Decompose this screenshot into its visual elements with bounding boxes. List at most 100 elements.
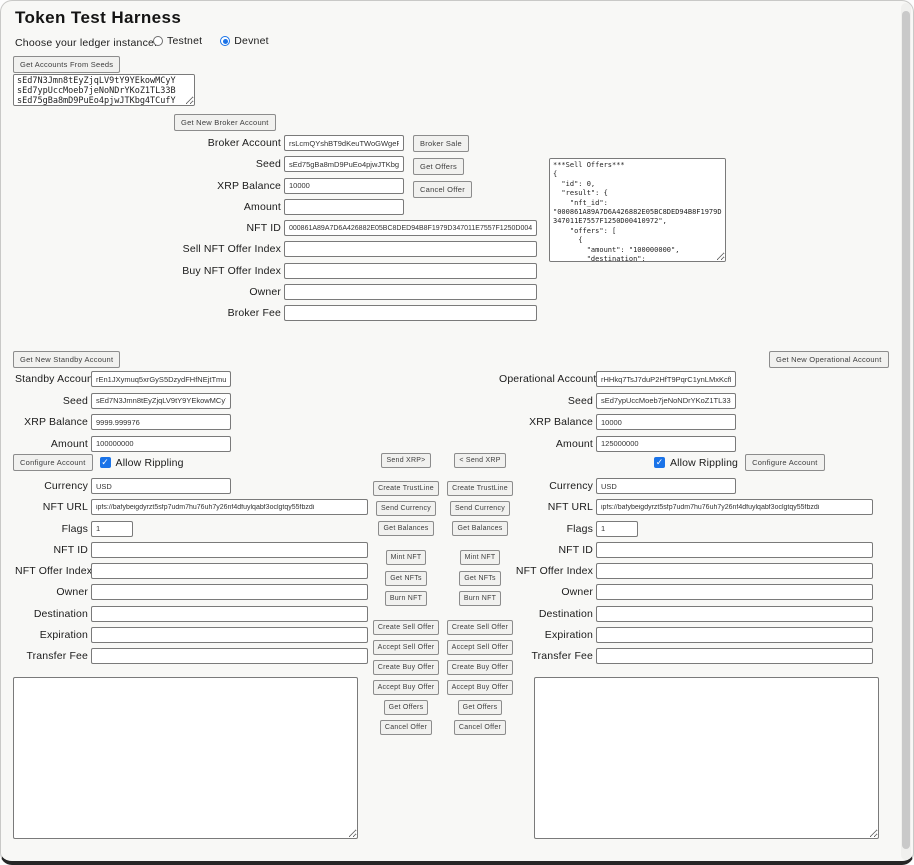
standby-actions-column: Send XRP> Create TrustLine Send Currency… (369, 453, 443, 740)
field-input[interactable] (91, 435, 231, 452)
field-label: NFT ID (246, 222, 281, 235)
field-label: Owner (561, 586, 593, 599)
standby-account-form: Standby Account Seed XRP Balance Amount (15, 371, 231, 457)
seeds-textarea[interactable] (13, 74, 195, 106)
field-input[interactable] (284, 198, 404, 215)
broker-action-button[interactable]: Get Offers (413, 158, 464, 175)
page-scrollbar-thumb[interactable] (902, 11, 910, 849)
action-button[interactable]: Cancel Offer (453, 720, 507, 735)
field-label: NFT Offer Index (515, 565, 593, 578)
action-button[interactable]: Send XRP> (381, 453, 431, 468)
field-input[interactable] (91, 392, 231, 409)
allow-rippling-control[interactable]: ✓ Allow Rippling (99, 457, 184, 469)
field-input[interactable] (91, 584, 368, 601)
field-input[interactable] (596, 478, 736, 494)
field-input[interactable] (596, 414, 736, 431)
action-button[interactable]: Send Currency (376, 501, 436, 516)
operational-configure-row: ✓ Allow Rippling Configure Account (654, 454, 825, 471)
action-button[interactable]: Accept Buy Offer (372, 680, 440, 695)
get-new-broker-account-button[interactable]: Get New Broker Account (174, 114, 276, 131)
field-input[interactable] (284, 241, 537, 258)
field-input[interactable] (91, 627, 368, 644)
field-input[interactable] (596, 371, 736, 387)
broker-action-button[interactable]: Cancel Offer (413, 181, 472, 198)
field-input[interactable] (596, 520, 638, 537)
field-input[interactable] (596, 435, 736, 452)
action-button[interactable]: Burn NFT (384, 591, 428, 606)
field-input[interactable] (284, 220, 537, 237)
field-input[interactable] (284, 284, 537, 301)
field-label: Amount (243, 200, 281, 213)
field-input[interactable] (91, 414, 231, 431)
radio-icon (153, 36, 163, 46)
action-button[interactable]: Get NFTs (459, 571, 501, 586)
ledger-radio-option[interactable]: Testnet (153, 35, 202, 47)
action-button[interactable]: Create TrustLine (373, 481, 439, 496)
field-input[interactable] (596, 541, 873, 558)
standby-configure-row: Configure Account ✓ Allow Rippling (13, 454, 184, 471)
action-button[interactable]: Get Offers (457, 700, 503, 715)
field-input[interactable] (596, 605, 873, 622)
action-button[interactable]: < Send XRP (454, 453, 506, 468)
action-button[interactable]: Create Sell Offer (446, 620, 514, 635)
broker-results-textarea[interactable] (549, 158, 726, 262)
field-input[interactable] (596, 499, 873, 516)
field-input[interactable] (284, 177, 404, 194)
allow-rippling-control[interactable]: ✓ Allow Rippling (654, 457, 738, 469)
action-button[interactable]: Get NFTs (385, 571, 427, 586)
field-input[interactable] (596, 648, 873, 665)
action-button[interactable]: Create Buy Offer (372, 660, 440, 675)
field-input[interactable] (596, 392, 736, 409)
configure-account-button[interactable]: Configure Account (13, 454, 93, 471)
field-input[interactable] (91, 520, 133, 537)
get-accounts-from-seeds-button[interactable]: Get Accounts From Seeds (13, 56, 121, 73)
action-button[interactable]: Mint NFT (459, 550, 501, 565)
field-input[interactable] (284, 135, 404, 151)
action-button[interactable]: Accept Sell Offer (446, 640, 514, 655)
action-button[interactable]: Create Sell Offer (372, 620, 440, 635)
field-row: NFT ID (499, 541, 873, 558)
field-input[interactable] (596, 584, 873, 601)
field-input[interactable] (596, 627, 873, 644)
field-input[interactable] (284, 262, 537, 279)
action-button[interactable]: Accept Buy Offer (446, 680, 514, 695)
action-button[interactable]: Get Offers (383, 700, 429, 715)
action-button[interactable]: Burn NFT (458, 591, 502, 606)
action-button[interactable]: Accept Sell Offer (372, 640, 440, 655)
field-input[interactable] (91, 499, 368, 516)
field-row: NFT ID (15, 220, 537, 237)
action-button[interactable]: Mint NFT (385, 550, 427, 565)
standby-results-textarea[interactable] (13, 677, 358, 839)
action-button[interactable]: Send Currency (450, 501, 510, 516)
action-button[interactable]: Create Buy Offer (446, 660, 514, 675)
field-input[interactable] (284, 305, 537, 322)
field-label: Seed (255, 158, 281, 171)
ledger-radio-option[interactable]: Devnet (220, 35, 269, 47)
field-input[interactable] (91, 563, 368, 580)
field-row: Amount (15, 198, 537, 215)
field-input[interactable] (91, 605, 368, 622)
operational-results-textarea[interactable] (534, 677, 879, 839)
broker-form: Broker Account Seed XRP Balance Amount (15, 135, 537, 327)
action-button[interactable]: Get Balances (378, 521, 434, 536)
field-input[interactable] (284, 156, 404, 173)
field-label: Flags (61, 522, 88, 535)
get-new-operational-account-button[interactable]: Get New Operational Account (769, 351, 889, 368)
get-new-standby-account-button[interactable]: Get New Standby Account (13, 351, 121, 368)
action-button[interactable]: Create TrustLine (447, 481, 513, 496)
field-row: Currency (15, 478, 368, 494)
field-input[interactable] (91, 648, 368, 665)
action-button[interactable]: Cancel Offer (379, 720, 433, 735)
configure-account-button[interactable]: Configure Account (745, 454, 825, 471)
allow-rippling-label: Allow Rippling (670, 456, 739, 469)
field-input[interactable] (596, 563, 873, 580)
field-row: Standby Account (15, 371, 231, 387)
field-input[interactable] (91, 541, 368, 558)
action-button[interactable]: Get Balances (452, 521, 508, 536)
field-label: Buy NFT Offer Index (182, 264, 281, 277)
field-row: Expiration (15, 627, 368, 644)
field-row: Seed (15, 392, 231, 409)
broker-action-button[interactable]: Broker Sale (413, 135, 469, 152)
field-input[interactable] (91, 371, 231, 387)
field-input[interactable] (91, 478, 231, 494)
